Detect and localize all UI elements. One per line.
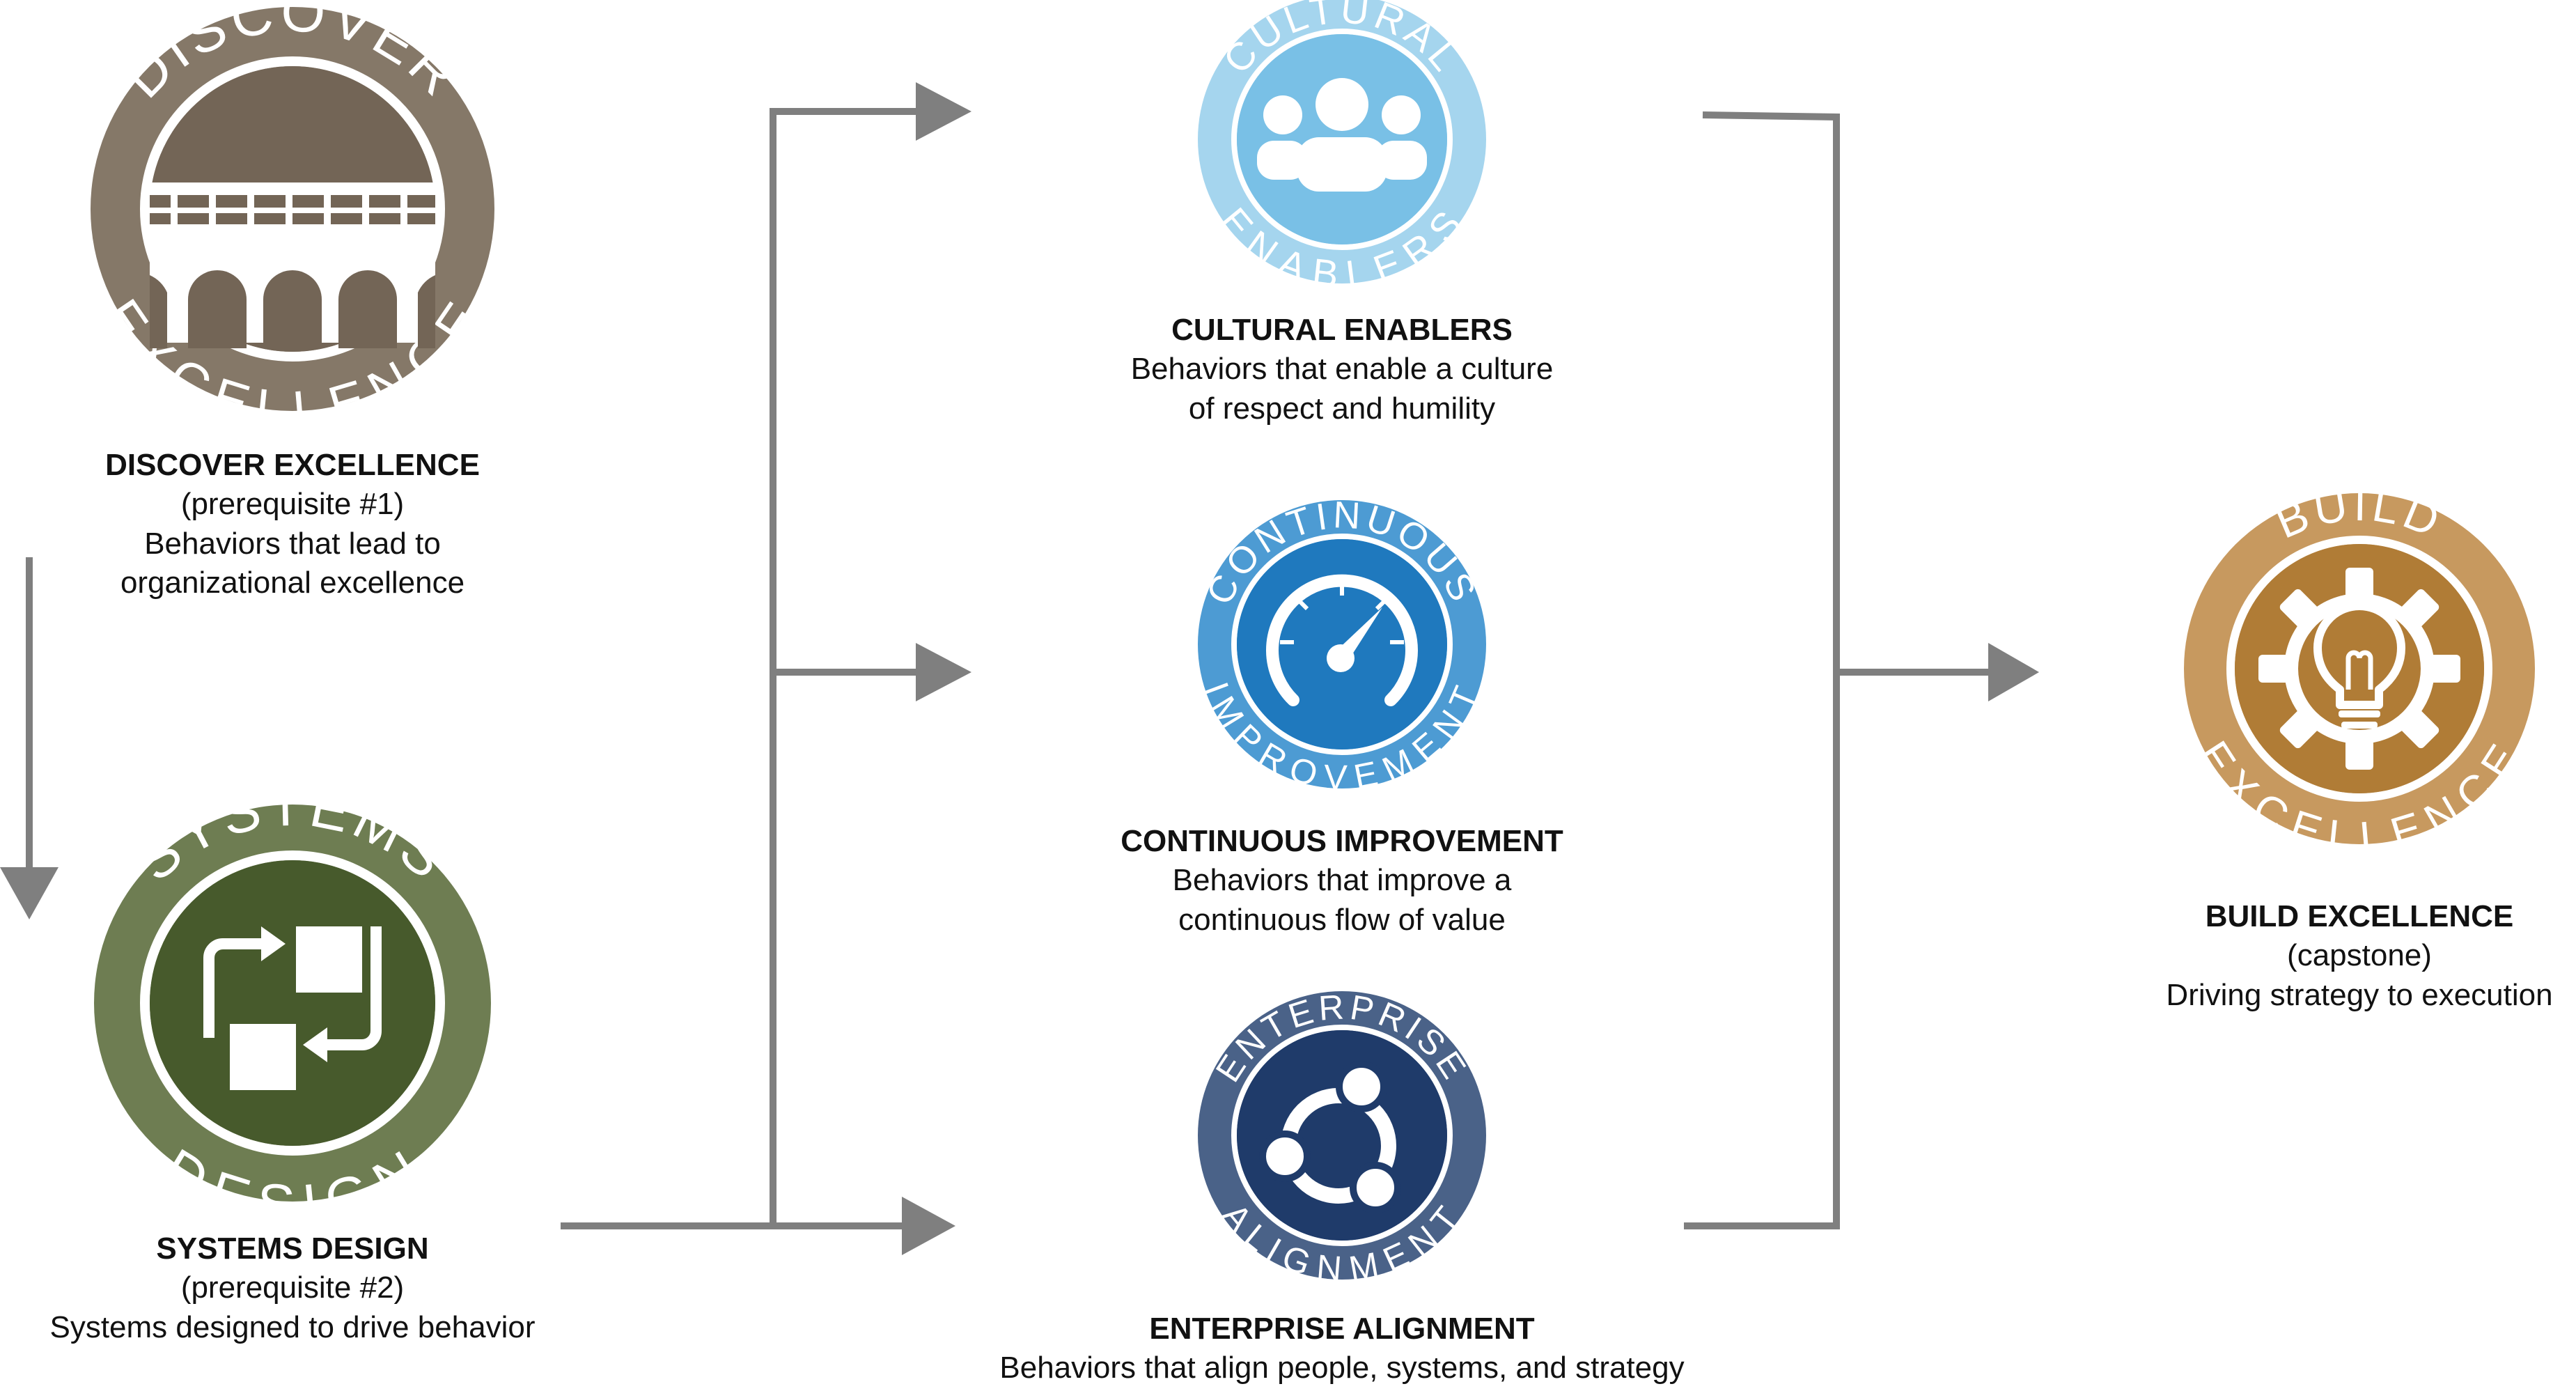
- discover-excellence-subtitle: (prerequisite #1): [180, 487, 405, 522]
- prereq-arrow-head: [0, 867, 58, 919]
- continuous-improvement-title: CONTINUOUS IMPROVEMENT: [1121, 824, 1563, 858]
- cultural-enablers-description-line1: Behaviors that enable a culture: [1130, 352, 1554, 387]
- branch-cultural-arrowhead: [916, 82, 971, 141]
- continuous-improvement-caption: CONTINUOUS IMPROVEMENT Behaviors that im…: [1063, 822, 1621, 940]
- cultural-enablers-description-line2: of respect and humility: [1188, 391, 1496, 426]
- systems-design-subtitle: (prerequisite #2): [180, 1270, 405, 1305]
- build-arrowhead: [1988, 643, 2039, 701]
- network-icon: [1259, 1061, 1401, 1213]
- branch-enterprise-arrowhead: [902, 1197, 955, 1255]
- process-flow-icon: [203, 926, 382, 1090]
- continuous-improvement-badge: CONTINUOUS IMPROVEMENT: [1196, 494, 1486, 798]
- systems-design-caption: SYSTEMS DESIGN (prerequisite #2) Systems…: [14, 1229, 571, 1347]
- enterprise-alignment-badge: ENTERPRISE ALIGNMENT: [1198, 987, 1486, 1289]
- continuous-improvement-description-line1: Behaviors that improve a: [1172, 863, 1512, 898]
- discover-excellence-badge: DISCOVER EXCELLENCE: [91, 0, 494, 440]
- gear-bulb-icon: [2258, 568, 2460, 770]
- discover-excellence-title: DISCOVER EXCELLENCE: [105, 448, 480, 482]
- build-excellence-caption: BUILD EXCELLENCE (capstone) Driving stra…: [2144, 897, 2575, 1015]
- cultural-enablers-title: CULTURAL ENABLERS: [1171, 313, 1513, 347]
- branch-continuous-arrowhead: [916, 643, 971, 701]
- systems-design-badge: SYSTEMS DESIGN: [94, 774, 491, 1238]
- connectors: [0, 82, 2039, 1255]
- build-excellence-subtitle: (capstone): [2287, 938, 2432, 973]
- build-excellence-description: Driving strategy to execution: [2166, 977, 2553, 1012]
- discover-excellence-description-line1: Behaviors that lead to: [144, 526, 441, 561]
- cultural-enablers-badge: CULTURAL ENABLERS: [1198, 0, 1486, 297]
- build-excellence-badge: BUILD EXCELLENCE: [2184, 478, 2535, 863]
- enterprise-alignment-title: ENTERPRISE ALIGNMENT: [1149, 1312, 1535, 1346]
- build-excellence-title: BUILD EXCELLENCE: [2205, 899, 2514, 933]
- enterprise-alignment-description: Behaviors that align people, systems, an…: [999, 1351, 1685, 1385]
- discover-excellence-description-line2: organizational excellence: [120, 565, 465, 600]
- enterprise-alignment-caption: ENTERPRISE ALIGNMENT Behaviors that alig…: [959, 1310, 1725, 1388]
- systems-design-description: Systems designed to drive behavior: [49, 1310, 536, 1344]
- cultural-enablers-caption: CULTURAL ENABLERS Behaviors that enable …: [1063, 311, 1621, 428]
- bracket-top-line: [1702, 111, 1839, 121]
- bridge-icon: [143, 182, 442, 348]
- discover-excellence-caption: DISCOVER EXCELLENCE (prerequisite #1) Be…: [70, 446, 515, 603]
- systems-design-title: SYSTEMS DESIGN: [156, 1231, 429, 1266]
- continuous-improvement-description-line2: continuous flow of value: [1178, 902, 1506, 937]
- people-group-icon: [1257, 78, 1427, 192]
- gauge-icon: [1266, 574, 1418, 706]
